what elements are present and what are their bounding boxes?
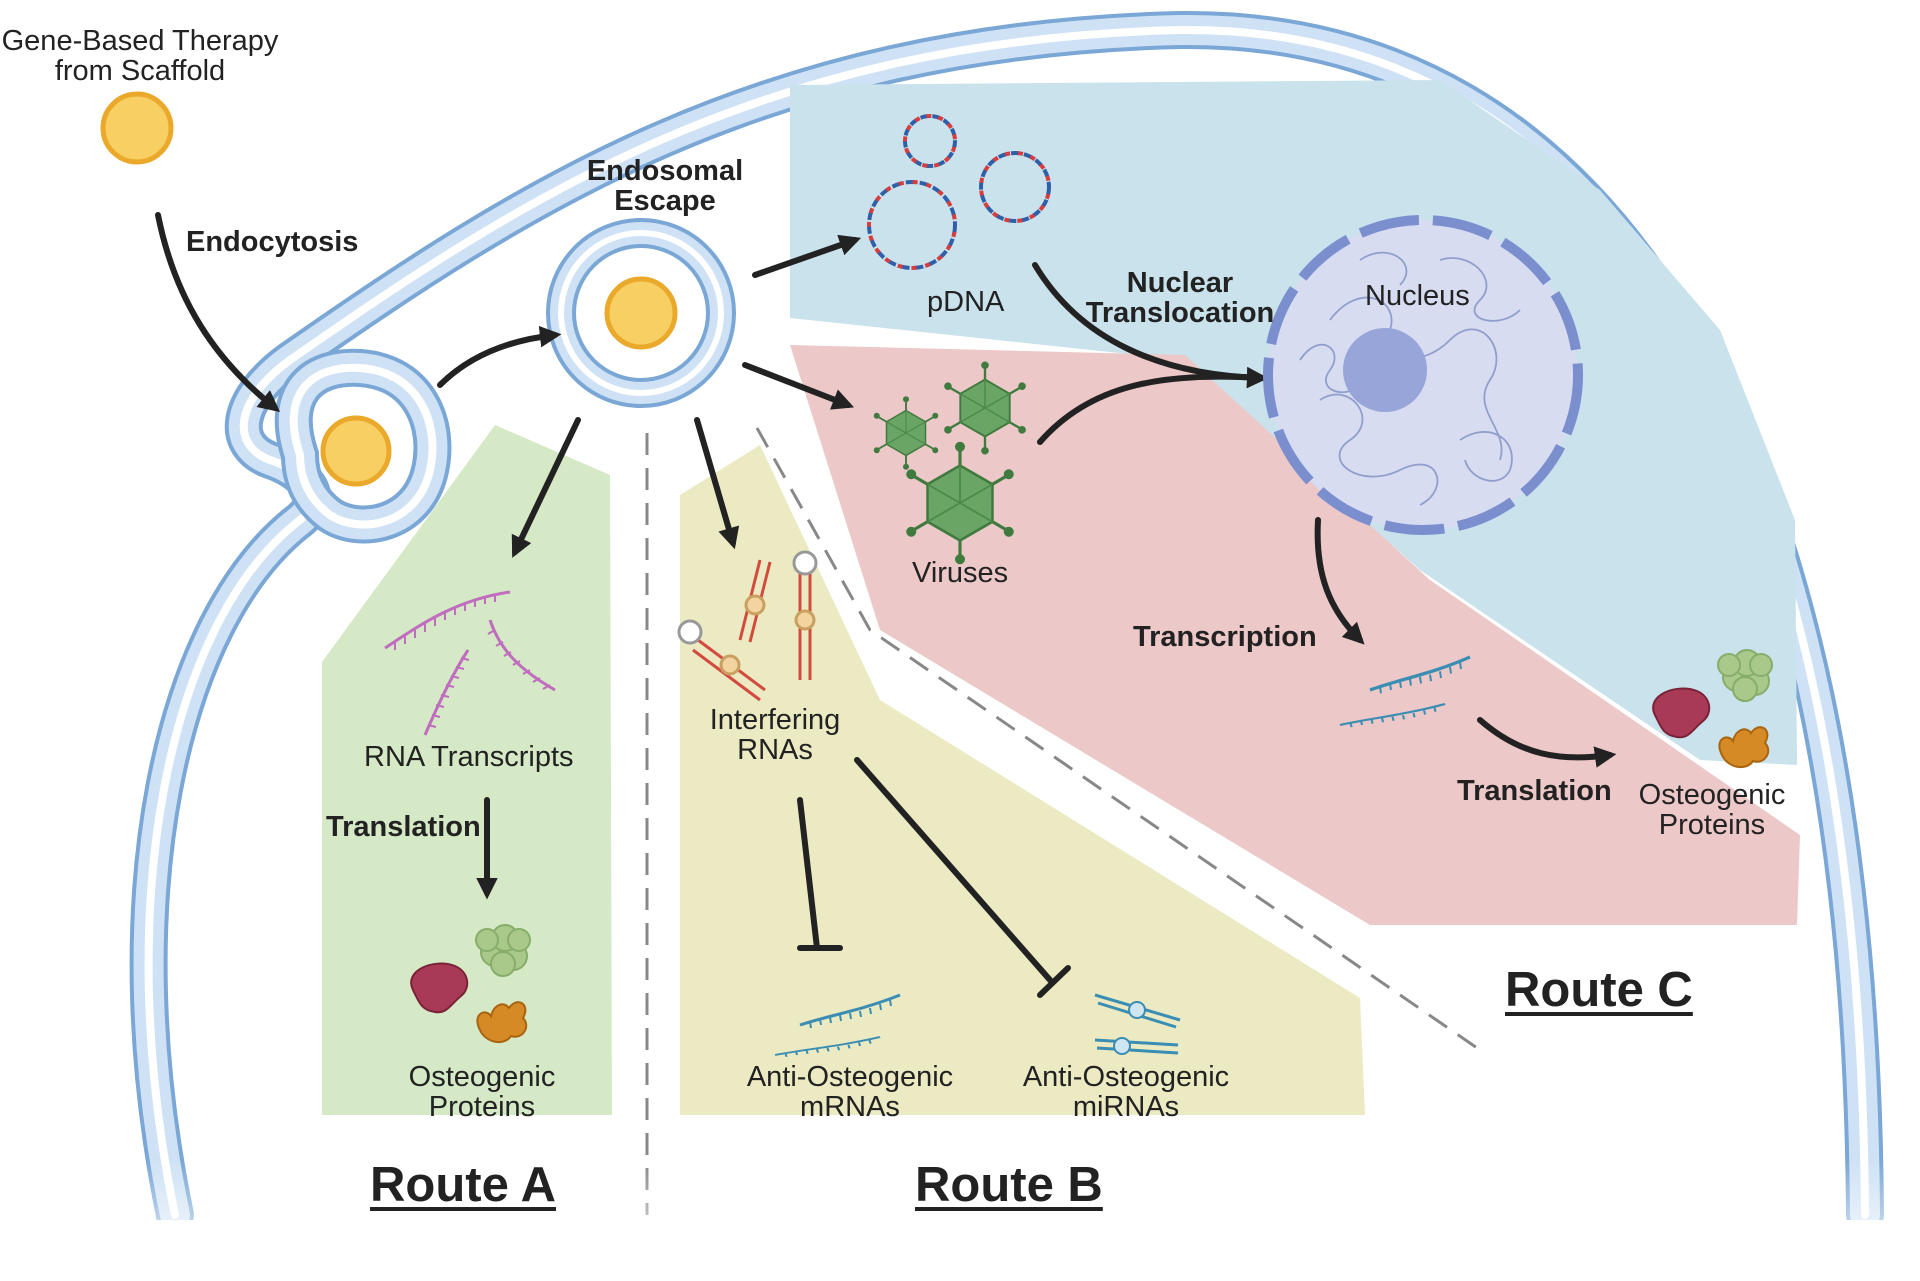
anti-mirna-line2: miRNAs (1072, 1091, 1180, 1124)
plasmid-icon (867, 114, 1051, 270)
transcription-label: Transcription (1133, 621, 1317, 653)
interfering-rnas-label: Interfering RNAs (690, 705, 860, 766)
gene-therapy-label: Gene-Based Therapy from Scaffold (0, 26, 280, 87)
arrow-transcription (1314, 517, 1365, 645)
gene-therapy-line2: from Scaffold (54, 55, 226, 88)
rna-transcripts-label: RNA Transcripts (364, 741, 574, 773)
osteogenic-proteins-c-label: Osteogenic Proteins (1622, 780, 1802, 841)
divider-b-c (755, 427, 1481, 1052)
mirna-icon (1094, 993, 1181, 1055)
translation-a-label: Translation (326, 811, 481, 843)
nuclear-translocation-label: Nuclear Translocation (1080, 268, 1280, 329)
endosome-icon (546, 218, 736, 408)
osteogenic-proteins-a-label: Osteogenic Proteins (392, 1062, 572, 1123)
anti-mrna-line1: Anti-Osteogenic (746, 1061, 954, 1093)
inhibition-icon (797, 757, 1071, 998)
arrow-to-rna-transcripts (511, 417, 581, 558)
arrow-nuclear-from-viruses (1037, 373, 1265, 445)
osteogenic-c-line1: Osteogenic (1638, 779, 1786, 811)
anti-mirna-line1: Anti-Osteogenic (1022, 1061, 1230, 1093)
anti-osteogenic-mrnas-label: Anti-Osteogenic mRNAs (735, 1062, 965, 1123)
interfering-line1: Interfering (709, 704, 841, 736)
endosomal-escape-label: Endosomal Escape (560, 156, 770, 217)
arrow-to-viruses (742, 362, 855, 410)
endocytic-pocket (274, 348, 452, 544)
route-c-pink-panel (790, 345, 1800, 925)
nucleus-icon (1263, 215, 1583, 535)
osteogenic-c-line2: Proteins (1658, 809, 1766, 842)
scaffold-particle-icon (100, 91, 174, 165)
endosomal-line1: Endosomal (586, 155, 744, 187)
arrow-to-endosome (437, 325, 562, 388)
viruses-label: Viruses (912, 557, 1009, 589)
nuclear-line2: Translocation (1085, 297, 1275, 330)
anti-osteogenic-mirnas-label: Anti-Osteogenic miRNAs (1011, 1062, 1241, 1123)
osteogenic-a-line1: Osteogenic (408, 1061, 556, 1093)
endocytosis-label: Endocytosis (186, 226, 359, 258)
translation-c-label: Translation (1457, 775, 1612, 807)
rna-transcripts-icon (384, 590, 556, 736)
arrow-to-pdna (752, 234, 862, 278)
endosomal-line2: Escape (614, 185, 716, 218)
gene-therapy-line1: Gene-Based Therapy (1, 25, 279, 57)
osteogenic-a-line2: Proteins (428, 1091, 536, 1124)
route-c-label: Route C (1505, 963, 1693, 1017)
arrow-endocytosis (155, 212, 281, 413)
arrow-translation-c (1477, 717, 1617, 768)
sirna-hairpin-icon (677, 550, 818, 702)
pocket-particle-icon (320, 415, 392, 487)
route-b-label: Route B (915, 1158, 1103, 1212)
route-b-panel (680, 445, 1365, 1115)
nuclear-line1: Nuclear (1126, 267, 1234, 299)
arrow-to-interfering-rnas (694, 417, 740, 550)
nucleus-label: Nucleus (1365, 280, 1470, 312)
route-a-label: Route A (370, 1158, 556, 1212)
anti-mrna-line2: mRNAs (800, 1091, 900, 1124)
route-a-panel (322, 425, 612, 1115)
interfering-line2: RNAs (737, 734, 813, 767)
pdna-label: pDNA (927, 286, 1005, 318)
